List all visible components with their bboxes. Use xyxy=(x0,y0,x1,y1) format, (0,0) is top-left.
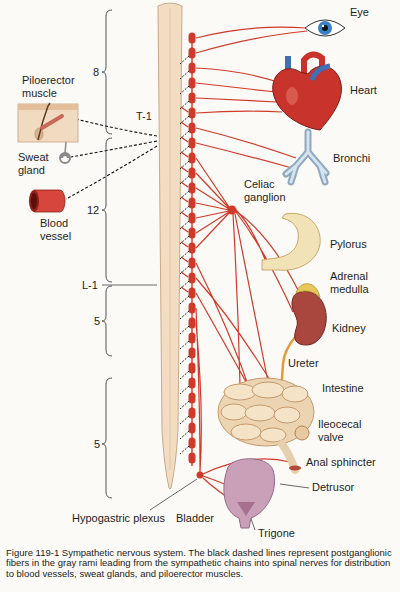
adrenal-gland xyxy=(296,284,320,297)
organ-label: Trigone xyxy=(258,527,295,540)
organ-label: Pylorus xyxy=(330,238,367,251)
structure-label: Blood vessel xyxy=(40,217,82,242)
skin-section xyxy=(18,104,78,142)
level-label: T-1 xyxy=(136,110,152,123)
ganglion-label: Hypogastric plexus xyxy=(72,512,165,525)
organ-label: Anal sphincter xyxy=(306,456,376,469)
sweat-gland xyxy=(60,153,70,163)
figure-caption: Figure 119-1 Sympathetic nervous system.… xyxy=(6,548,394,579)
intestine-loop xyxy=(282,386,308,402)
cord-midline xyxy=(170,8,171,470)
intestine-loop xyxy=(260,428,286,442)
segment-braces xyxy=(102,10,112,498)
iris xyxy=(318,21,332,35)
stomach xyxy=(262,213,320,270)
anal-sphincter xyxy=(289,466,301,471)
organ-label: Kidney xyxy=(332,322,366,335)
organ-label: Eye xyxy=(350,6,369,19)
organ-label: Detrusor xyxy=(312,481,354,494)
sympathetic-chain xyxy=(191,34,192,466)
organ-label: Ileocecal valve xyxy=(318,418,374,443)
intestine-loops xyxy=(221,382,308,442)
pulmonary-vessel xyxy=(312,66,330,80)
eye-highlight xyxy=(322,25,324,27)
level-label: L-1 xyxy=(82,279,98,292)
segment-count: 12 xyxy=(87,204,99,217)
bladder-group xyxy=(224,459,275,528)
intestine-mass xyxy=(218,378,314,446)
hair xyxy=(38,103,50,140)
eye xyxy=(305,20,345,36)
white-rami xyxy=(181,107,188,292)
heart-highlight xyxy=(286,87,298,105)
ganglion-label: Celiac ganglion xyxy=(244,178,296,203)
bronchi xyxy=(286,132,326,182)
segment-count: 5 xyxy=(94,315,100,328)
hypogastric-plexus xyxy=(197,472,204,479)
organ-label: Bronchi xyxy=(333,152,370,165)
segment-count: 8 xyxy=(93,66,99,79)
piloerector-muscle xyxy=(42,116,62,128)
trigone xyxy=(237,502,255,516)
sweat-gland-duct xyxy=(65,142,66,153)
kidney xyxy=(292,291,326,345)
organ-label: Intestine xyxy=(322,382,364,395)
organ-label: Bladder xyxy=(176,512,214,525)
bladder xyxy=(224,459,275,528)
organ-label: Ureter xyxy=(288,357,319,370)
intestine-loop xyxy=(224,384,256,400)
gray-rami xyxy=(180,56,189,454)
intestine-loop xyxy=(274,407,300,423)
blood-vessel-lumen xyxy=(31,193,37,209)
cecum xyxy=(295,426,309,440)
heart xyxy=(273,66,342,130)
chain-ganglia xyxy=(189,36,196,466)
blood-vessel-end xyxy=(29,190,39,212)
organ-label: Adrenal medulla xyxy=(330,270,382,295)
structure-label: Piloerector muscle xyxy=(22,74,84,99)
bronchi-inner xyxy=(286,132,326,182)
intestine-loop xyxy=(252,382,284,398)
structure-label: Sweat gland xyxy=(18,151,56,176)
intestine-loop xyxy=(221,404,247,420)
pupil xyxy=(322,25,328,31)
segment-count: 5 xyxy=(94,438,100,451)
intestine-loop xyxy=(245,405,275,421)
intestine-loop xyxy=(231,424,261,440)
spinal-cord xyxy=(158,3,182,489)
celiac-ganglion xyxy=(228,206,237,215)
organ-label: Heart xyxy=(350,84,377,97)
